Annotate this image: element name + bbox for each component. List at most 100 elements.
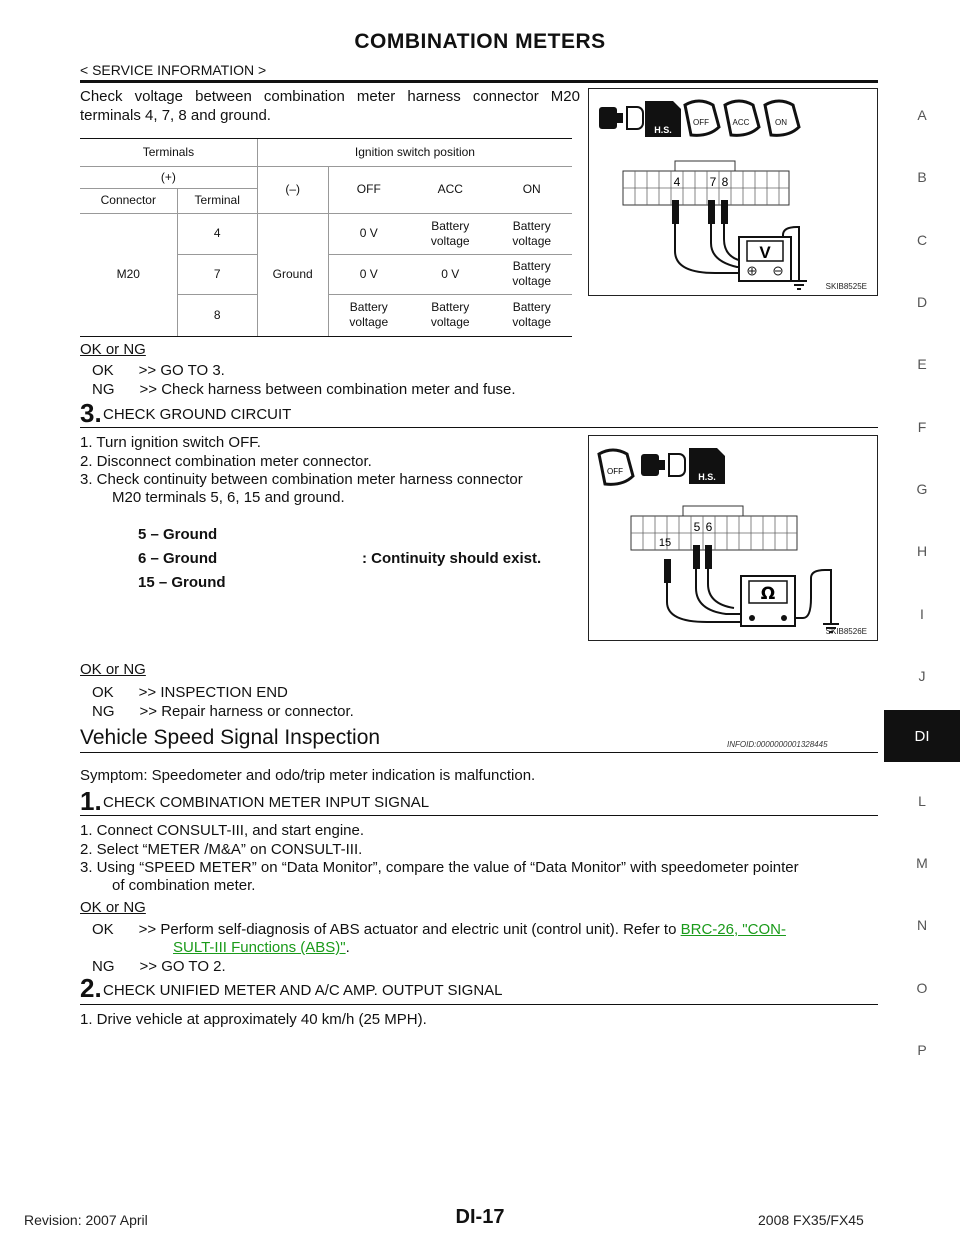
- step-item: M20 terminals 5, 6, 15 and ground.: [112, 489, 345, 506]
- th-terminals: Terminals: [80, 139, 258, 166]
- ng-result: NG >> Repair harness or connector.: [92, 703, 354, 720]
- th-off: OFF: [356, 182, 381, 196]
- reference-link[interactable]: SULT-III Functions (ABS)": [173, 939, 346, 956]
- sidebar-letter[interactable]: P: [917, 1042, 927, 1058]
- ok-result: OK >> GO TO 3.: [92, 362, 225, 379]
- ok-ng-label: OK or NG: [80, 661, 146, 678]
- ignition-acc-icon: ACC: [723, 99, 761, 137]
- th-terminal: Terminal: [177, 188, 258, 213]
- th-plus: (+): [80, 166, 258, 188]
- off-label: OFF: [607, 467, 623, 476]
- info-id: INFOID:0000000001328445: [727, 740, 828, 749]
- sidebar-letter[interactable]: N: [916, 917, 928, 933]
- cell-off: Battery voltage: [349, 300, 389, 330]
- step-number: 2.: [80, 973, 102, 1003]
- step-item: of combination meter.: [112, 877, 256, 894]
- voltmeter: V: [738, 236, 792, 282]
- cell-on: Battery voltage: [512, 218, 552, 248]
- step-title: CHECK GROUND CIRCUIT: [103, 406, 292, 423]
- sidebar-letter[interactable]: B: [917, 169, 927, 185]
- cell-terminal: 4: [177, 213, 258, 254]
- off-label: OFF: [693, 118, 709, 127]
- cell-ground: Ground: [257, 213, 329, 336]
- ignition-off-icon: OFF: [683, 99, 721, 137]
- sidebar-letter[interactable]: I: [920, 606, 924, 622]
- ohmmeter: Ω: [740, 575, 796, 627]
- ok-ng-label: OK or NG: [80, 341, 146, 358]
- meter-symbol: V: [759, 243, 771, 262]
- harness-side-icon: H.S.: [689, 448, 725, 484]
- reference-link[interactable]: BRC-26, "CON-: [680, 921, 786, 938]
- sidebar-letter[interactable]: C: [916, 232, 928, 248]
- ground-5: 5 – Ground: [138, 526, 218, 543]
- step-item: 2. Select “METER /M&A” on CONSULT-III.: [80, 841, 363, 858]
- pin-label: 4: [674, 175, 681, 189]
- voltage-table: Terminals Ignition switch position (+) (…: [80, 138, 572, 337]
- cell-on: Battery voltage: [512, 259, 552, 288]
- step-title: CHECK COMBINATION METER INPUT SIGNAL: [103, 794, 430, 811]
- page-number: DI-17: [455, 1206, 505, 1228]
- ground-6: 6 – Ground: [138, 550, 218, 567]
- sidebar-letter[interactable]: J: [918, 668, 926, 684]
- cell-acc: Battery voltage: [430, 300, 470, 330]
- step-number: 3.: [80, 398, 102, 428]
- pin-label: 15: [659, 537, 671, 549]
- step-item: 1. Connect CONSULT-III, and start engine…: [80, 822, 365, 839]
- symptom-text: Symptom: Speedometer and odo/trip meter …: [80, 767, 536, 784]
- ground-symbol: [823, 616, 839, 633]
- th-ignition: Ignition switch position: [354, 144, 475, 159]
- hs-label: H.S.: [698, 472, 716, 482]
- ok-result: OK >> INSPECTION END: [92, 684, 288, 701]
- sidebar-letter[interactable]: E: [917, 356, 927, 372]
- ok-text: OK >> Perform self-diagnosis of ABS actu…: [92, 921, 681, 938]
- model-name: 2008 FX35/FX45: [758, 1212, 864, 1228]
- revision: Revision: 2007 April: [24, 1212, 148, 1228]
- step-item: 1. Turn ignition switch OFF.: [80, 434, 261, 451]
- pin-label: 5: [694, 520, 701, 534]
- step-title: CHECK UNIFIED METER AND A/C AMP. OUTPUT …: [103, 982, 503, 999]
- section-rule: [80, 752, 878, 753]
- sidebar-letter[interactable]: H: [916, 543, 928, 559]
- th-connector: Connector: [80, 188, 178, 213]
- cell-terminal: 8: [177, 294, 258, 336]
- sidebar-letter[interactable]: G: [916, 481, 928, 497]
- harness-side-icon: H.S.: [645, 101, 681, 137]
- cell-acc: 0 V: [441, 266, 460, 281]
- ng-result: NG >> Check harness between combination …: [92, 381, 516, 398]
- ok-end: .: [345, 939, 350, 956]
- sidebar-letter[interactable]: D: [916, 294, 928, 310]
- th-on: ON: [522, 182, 541, 196]
- hs-label: H.S.: [654, 125, 672, 135]
- ground-15: 15 – Ground: [138, 574, 226, 591]
- pin-label: 7: [710, 175, 717, 189]
- sidebar-letter[interactable]: O: [916, 980, 928, 996]
- pin-label: 6: [706, 520, 713, 534]
- step-rule: [80, 815, 878, 816]
- sidebar-letter[interactable]: L: [918, 793, 926, 809]
- meter-symbol: Ω: [761, 584, 775, 604]
- continuity-diagram-svg: OFF H.S. 5 6 15: [597, 448, 839, 633]
- continuity-diagram: OFF H.S. 5 6 15: [588, 435, 878, 641]
- connector-disconnect-icon: [599, 106, 644, 130]
- connector-m20: 5 6 15: [630, 505, 798, 551]
- connector-m20: 4 7 8: [622, 160, 790, 206]
- step-rule: [80, 1004, 878, 1005]
- pin-label: 8: [722, 175, 729, 189]
- sidebar-letter[interactable]: A: [917, 107, 927, 123]
- sidebar-letter[interactable]: M: [916, 855, 928, 871]
- ok-result-cont: SULT-III Functions (ABS)".: [173, 938, 350, 957]
- cell-terminal: 7: [177, 254, 258, 294]
- step-number: 1.: [80, 786, 102, 816]
- breadcrumb: < SERVICE INFORMATION >: [80, 62, 267, 78]
- ok-result: OK >> Perform self-diagnosis of ABS actu…: [92, 920, 878, 939]
- acc-label: ACC: [733, 118, 750, 127]
- step-item: 2. Disconnect combination meter connecto…: [80, 453, 372, 470]
- probe-wires: [664, 545, 832, 623]
- sidebar-letter[interactable]: F: [917, 419, 927, 435]
- th-minus: (–): [257, 166, 329, 213]
- ignition-on-icon: ON: [763, 99, 801, 137]
- voltage-diagram-svg: H.S. OFF ACC ON: [599, 99, 807, 290]
- connector-disconnect-icon: [641, 453, 686, 477]
- th-acc: ACC: [437, 182, 463, 196]
- sidebar-active-section[interactable]: DI: [884, 710, 960, 762]
